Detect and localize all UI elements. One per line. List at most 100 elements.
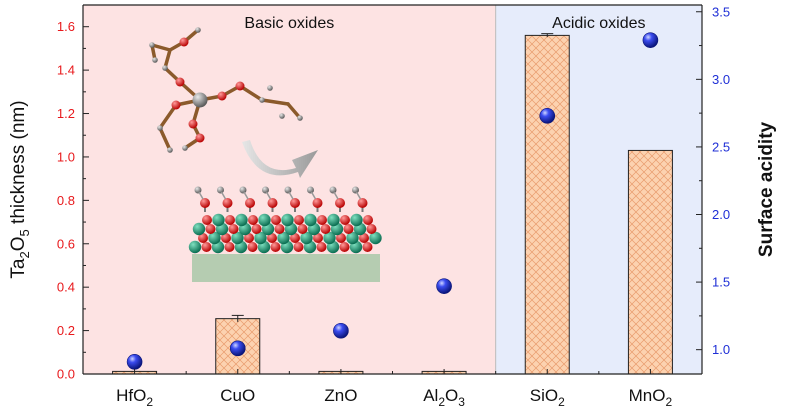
molecule-atom [162,65,168,71]
left-tick-label: 1.4 [57,63,75,78]
oh-oxygen [222,198,233,208]
oh-hydrogen [194,186,202,194]
oh-oxygen [267,198,278,208]
molecule-bond [158,126,172,152]
oh-oxygen [335,198,345,208]
region-label-0: Basic oxides [244,15,334,32]
lattice-atom [327,213,340,227]
lattice-atom [274,224,285,234]
lattice-atom [251,224,262,234]
left-tick-label: 0.2 [57,323,75,338]
oh-h-bond [220,191,227,200]
molecule-atom [149,42,155,48]
oh-oxygen [200,198,210,208]
left-tick-label: 1.2 [57,106,75,121]
oh-oxygen [357,198,368,208]
oh-hydrogen [239,186,247,194]
left-tick-label: 0.0 [57,367,75,382]
lattice-atom [212,213,225,227]
left-axis-title: Ta2​O5​ thickness (nm) [8,100,32,278]
left-tick-label: 0.4 [57,280,75,295]
point-CuO [229,340,246,357]
lattice-atom [254,231,267,245]
lattice-atom [244,233,254,243]
lattice-atom [300,231,313,245]
oh-oxygen [290,198,300,208]
oh-hydrogen [262,186,269,194]
right-axis-title: Surface acidity [756,121,777,257]
left-tick-label: 0.6 [57,236,75,251]
lattice-atom [188,240,202,254]
molecule-bond [158,103,178,130]
lattice-atom [192,222,206,236]
molecule-atom [157,125,163,131]
lattice-atom [350,213,363,227]
molecule-atom [235,81,245,91]
left-tick-label: 1.0 [57,149,75,164]
molecule-bond [163,48,172,70]
right-tick-label: 1.0 [712,342,730,357]
lattice-atom [258,213,271,227]
molecule-atom [195,27,201,33]
oh-h-bond [243,191,249,200]
right-tick-label: 3.0 [712,72,730,87]
oh-h-bond [198,191,204,200]
lattice-atom [205,224,216,234]
region-label-1: Acidic oxides [552,15,645,32]
lattice-atom [271,215,281,225]
left-tick-label: 0.8 [57,193,75,208]
x-tick-label: CuO [220,386,255,405]
lattice-atom [323,231,336,245]
molecule-atom [259,97,265,103]
bar-SiO2 [524,34,570,375]
lattice-atom [366,224,377,234]
molecule-atom [179,37,189,47]
lattice-atom [294,215,304,225]
molecule-atom [188,119,198,129]
point-SiO2 [539,108,556,124]
point-Al2O3 [436,278,452,294]
lattice-atom [316,242,327,252]
oh-hydrogen [307,186,314,194]
lattice-atom [228,224,239,234]
lattice-atom [340,215,350,225]
molecule-atom [297,115,303,121]
molecule-atom [267,85,273,91]
right-tick-label: 3.5 [712,4,730,19]
lattice-atom [304,213,317,227]
right-tick-label: 1.5 [712,275,730,290]
lattice-atom [339,242,350,252]
molecule-atom [175,77,185,87]
lattice-atom [231,231,244,245]
left-tick-label: 1.6 [57,19,75,34]
lattice-atom [362,242,373,252]
lattice-atom [343,224,354,234]
molecule-bond [150,43,172,52]
lattice-atom [369,231,382,245]
molecule-atom [192,92,208,108]
lattice-atom [281,213,294,227]
lattice-atom [202,215,212,225]
lattice-atom [235,213,248,227]
molecule-bond [260,98,290,106]
lattice-atom [224,242,235,252]
bar-MnO2 [627,149,673,375]
reaction-arrow-icon [242,140,318,178]
oh-h-bond [310,191,317,200]
molecule-atom [279,113,285,119]
oh-h-bond [355,191,362,200]
point-ZnO [333,322,349,339]
lattice-atom [267,233,277,243]
molecule-atom [152,57,158,63]
x-tick-label: SiO2 [530,386,565,409]
lattice-atom [317,215,327,225]
oh-oxygen [245,198,255,208]
lattice-atom [277,231,290,245]
lattice-atom [336,233,346,243]
molecule-atom [167,147,173,153]
x-tick-label: HfO2 [116,386,153,409]
oh-hydrogen [352,186,359,194]
molecule-atom [171,100,181,110]
oh-hydrogen [284,186,292,194]
